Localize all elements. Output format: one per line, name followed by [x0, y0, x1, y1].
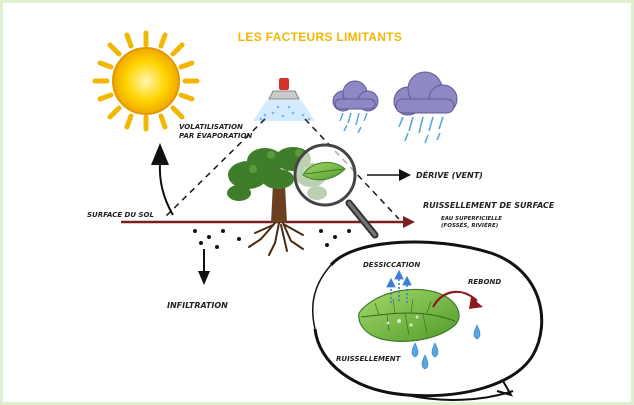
- soil-particles: [193, 229, 351, 249]
- dessiccation-arrows: [386, 269, 412, 303]
- magnifier-icon: [293, 143, 379, 239]
- infiltration-arrow: [198, 249, 210, 285]
- derive-arrow: [367, 169, 411, 181]
- label-eau-superficielle: EAU SUPERFICIELLE (FOSSÉS, RIVIÈRE): [441, 216, 502, 230]
- label-volatilisation-line2: PAR ÉVAPORATION: [179, 132, 253, 140]
- zoom-bubble: [312, 240, 544, 401]
- label-surface-du-sol: SURFACE DU SOL: [87, 211, 154, 219]
- rain-cloud-icon: [332, 80, 379, 134]
- sprayer-nozzle-icon: [253, 78, 315, 121]
- diagram-title: LES FACTEURS LIMITANTS: [237, 30, 403, 44]
- label-eau-superficielle-line1: EAU SUPERFICIELLE: [441, 216, 503, 222]
- label-volatilisation-line1: VOLATILISATION: [179, 123, 243, 131]
- rebond-arrow: [432, 290, 483, 309]
- rain-cloud-icon: [393, 71, 458, 144]
- label-dessiccation: DESSICCATION: [363, 261, 421, 269]
- label-rebond: REBOND: [468, 278, 502, 286]
- leaf-icon: [358, 288, 460, 342]
- label-ruissellement: RUISSELLEMENT: [336, 355, 401, 363]
- volatilisation-arrow: [151, 143, 174, 216]
- label-ruissellement-surface: RUISSELLEMENT DE SURFACE: [423, 201, 555, 210]
- water-drop-icon: [411, 324, 481, 370]
- diagram-canvas: [92, 30, 544, 401]
- label-infiltration: INFILTRATION: [167, 301, 228, 310]
- label-volatilisation: VOLATILISATION PAR ÉVAPORATION: [179, 123, 252, 141]
- label-derive: DÉRIVE (VENT): [416, 171, 483, 180]
- sun-icon: [92, 30, 200, 132]
- label-eau-superficielle-line2: (FOSSÉS, RIVIÈRE): [441, 223, 499, 229]
